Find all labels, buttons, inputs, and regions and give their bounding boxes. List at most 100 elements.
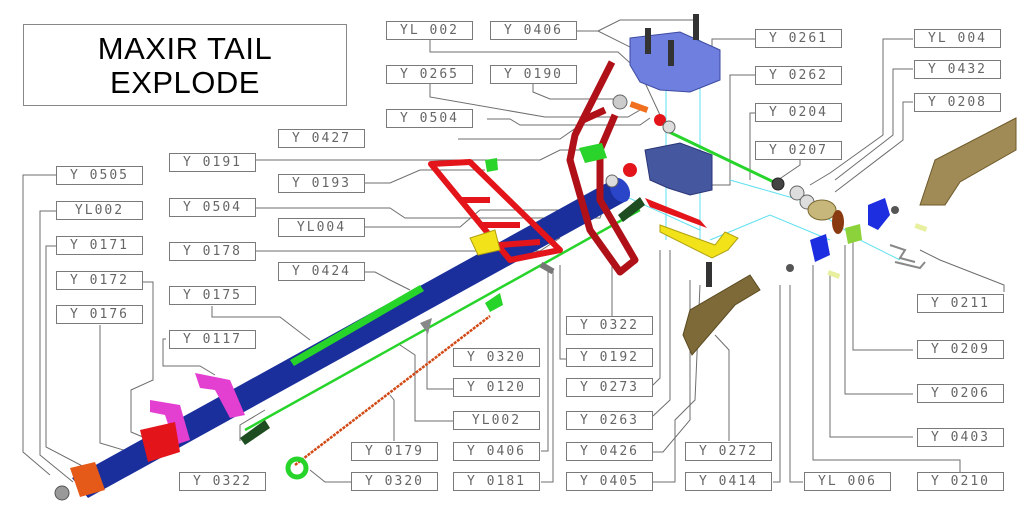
fin-clip-green	[485, 158, 498, 172]
pin	[914, 223, 928, 232]
screw	[645, 28, 651, 54]
leader-line	[99, 325, 131, 453]
clamp-magenta	[195, 373, 245, 418]
part-label: Y 0320	[453, 348, 540, 367]
part-label: Y 0505	[56, 166, 143, 185]
screw	[668, 40, 674, 66]
leader-line	[365, 209, 590, 228]
leader-line	[541, 270, 549, 452]
leader-line	[239, 409, 266, 441]
part-label: YL 006	[804, 472, 891, 491]
leader-line	[652, 250, 671, 417]
part-label: Y 0191	[169, 153, 256, 172]
leader-line	[532, 84, 620, 100]
clamp-magenta	[150, 400, 190, 445]
leader-line	[256, 149, 590, 161]
rod-end	[240, 420, 270, 445]
ball-link	[485, 293, 503, 312]
bellcrank-yellow	[659, 224, 739, 259]
leader-line	[844, 245, 913, 395]
leader-line	[652, 250, 661, 386]
leader-line	[714, 334, 730, 441]
title-line-2: EXPLODE	[110, 65, 260, 100]
leader-line	[597, 19, 695, 32]
boom-inner-rod	[290, 285, 424, 366]
part-label: Y 0207	[755, 141, 842, 160]
leader-line	[429, 84, 641, 118]
tail-shaft	[664, 128, 781, 187]
rod-end	[618, 197, 645, 222]
boom-mount-orange	[70, 462, 105, 497]
part-label: YL002	[56, 201, 143, 220]
part-label: Y 0204	[755, 103, 842, 122]
leader-line	[458, 124, 581, 140]
bearing	[605, 174, 619, 188]
part-label: Y 0322	[566, 316, 653, 335]
control-rod-orange	[294, 315, 491, 466]
pitch-plate	[832, 210, 844, 234]
part-label: Y 0273	[566, 378, 653, 397]
leader-line	[389, 394, 395, 441]
leader-line	[774, 160, 801, 183]
leader-line	[162, 338, 216, 376]
leader-line	[812, 265, 961, 473]
bearing	[789, 185, 805, 201]
axis-line	[729, 179, 901, 261]
leader-line	[39, 210, 74, 483]
leader-line	[653, 280, 691, 453]
part-label: YL 004	[914, 29, 1001, 48]
tail-blade	[919, 117, 1017, 206]
leader-line	[22, 174, 56, 476]
leader-line	[399, 344, 454, 422]
part-label: Y 0120	[453, 378, 540, 397]
part-label: Y 0405	[566, 472, 653, 491]
leader-line	[45, 245, 91, 471]
part-label: Y 0171	[56, 236, 143, 255]
bearing	[612, 94, 628, 110]
boom-mount-red	[140, 422, 180, 462]
part-label: Y 0211	[917, 294, 1004, 313]
leader-line	[653, 284, 701, 483]
part-label: Y 0403	[917, 428, 1004, 447]
horizontal-fin	[428, 159, 563, 263]
part-label: Y 0427	[278, 129, 365, 148]
coupler	[771, 177, 785, 191]
part-label: Y 0322	[179, 472, 266, 491]
leader-line	[809, 38, 913, 186]
leader-line	[559, 265, 566, 360]
spacer	[629, 101, 649, 113]
leader-line	[487, 117, 651, 126]
linkage-pin	[889, 244, 916, 263]
part-label: YL002	[453, 411, 540, 430]
part-label: Y 0176	[56, 305, 143, 324]
part-label: YL004	[278, 218, 365, 237]
axis-line	[709, 214, 831, 241]
linkage-pin	[894, 261, 926, 270]
gear	[623, 163, 637, 177]
hub-housing	[807, 199, 837, 221]
fin-mount-green	[579, 143, 607, 163]
part-label: Y 0193	[278, 174, 365, 193]
part-label: Y 0504	[169, 198, 256, 217]
part-label: Y 0210	[917, 472, 1004, 491]
part-label: Y 0208	[914, 93, 1001, 112]
leader-line	[852, 240, 913, 351]
gearbox-top	[629, 14, 721, 93]
boom-tube	[72, 180, 628, 498]
spacer	[891, 206, 899, 214]
pinion-gear	[54, 485, 70, 501]
part-label: Y 0406	[490, 21, 577, 40]
part-label: Y 0209	[917, 340, 1004, 359]
part-label: Y 0426	[566, 442, 653, 461]
hub-center	[845, 224, 862, 244]
leader-line	[309, 469, 351, 483]
part-label: Y 0265	[386, 65, 473, 84]
vertical-fin	[566, 60, 639, 276]
leader-line	[365, 169, 485, 184]
leader-line	[541, 270, 554, 483]
leader-line	[919, 249, 1005, 292]
part-label: Y 0117	[169, 330, 256, 349]
screw	[693, 14, 699, 40]
part-label: Y 0424	[278, 262, 365, 281]
